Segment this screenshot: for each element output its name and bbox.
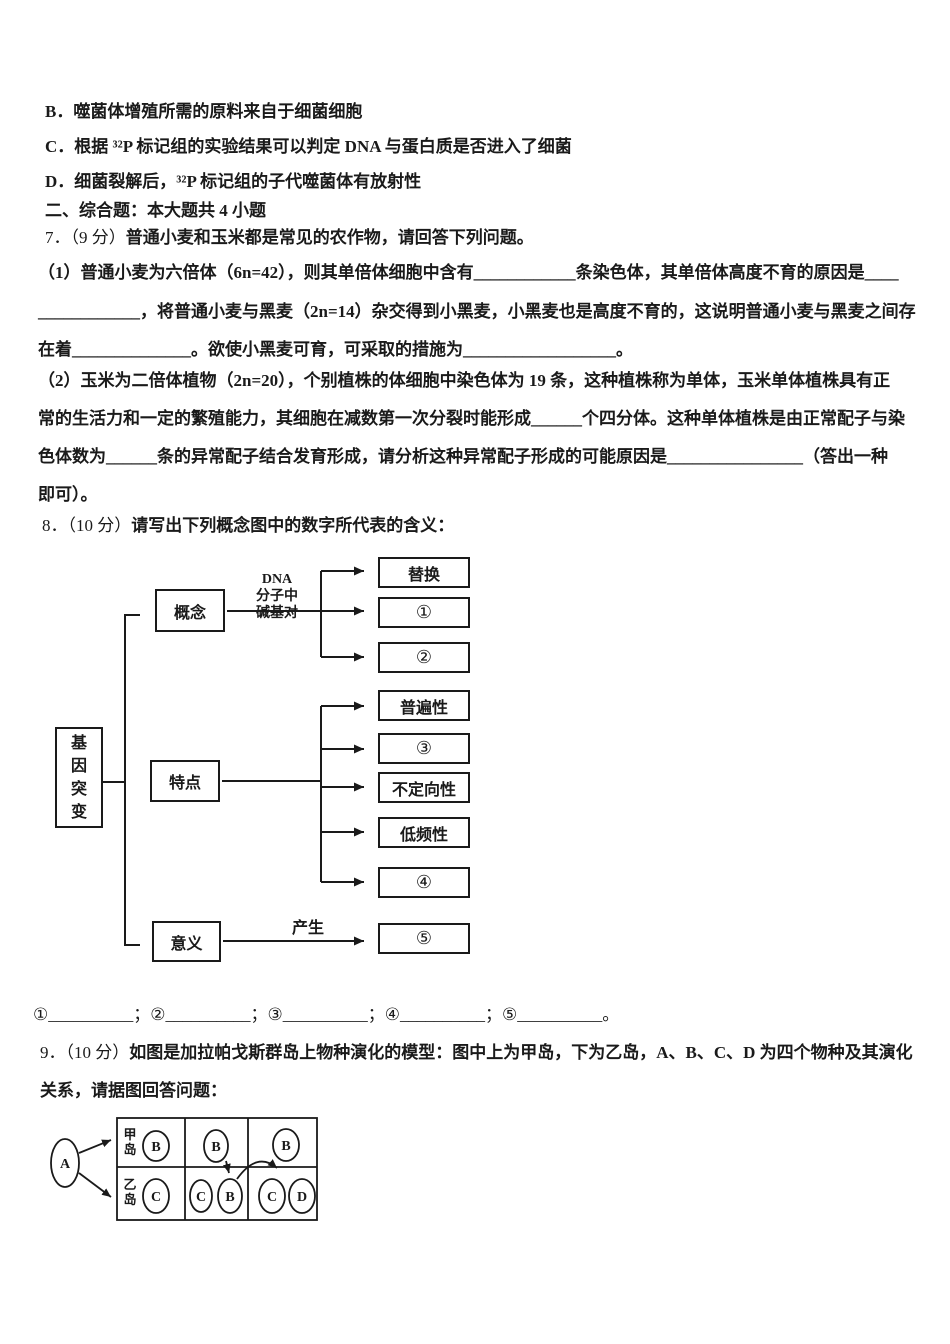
option-c: C．根据 ³²P 标记组的实验结果可以判定 DNA 与蛋白质是否进入了细菌 [45, 137, 572, 156]
species-circle-r1c2 [203, 1129, 229, 1163]
q9-number: 9．（10 分） [40, 1043, 130, 1062]
q7-part1-line2: ____________，将普通小麦与黑麦（2n=14）杂交得到小黑麦，小黑麦也… [38, 302, 916, 321]
root-box-gene-mutation: 基 因 突 变 [55, 727, 103, 828]
species-circle-r2c3a [258, 1178, 286, 1214]
option-d: D．细菌裂解后，³²P 标记组的子代噬菌体有放射性 [45, 172, 422, 191]
species-label-r2c3a: C [267, 1190, 277, 1205]
arrow-ancestor-to-island1 [78, 1139, 112, 1154]
species-label-r1c2: B [211, 1140, 220, 1155]
species-circle-r1c3 [272, 1128, 300, 1162]
species-label-r2c2a: C [196, 1190, 206, 1205]
arrow-b-migration-down [222, 1160, 231, 1174]
species-circle-r2c2b [217, 1178, 243, 1214]
root-bracket [124, 614, 140, 946]
island2-label: 乙 岛 [123, 1177, 137, 1207]
species-circle-r2c2a [189, 1179, 213, 1213]
item-box-substitution: 替换 [378, 557, 470, 588]
item-box-1: ① [378, 597, 470, 628]
item-box-4: ④ [378, 867, 470, 898]
island-evolution-diagram: A B B B C C B C D 甲 岛 乙 岛 [40, 1115, 360, 1235]
species-label-r2c2b: B [225, 1190, 234, 1205]
q7-part1-line3: 在着______________。欲使小黑麦可育，可采取的措施为________… [38, 340, 633, 359]
species-label-r2c3b: D [297, 1190, 307, 1205]
island-grid [116, 1117, 318, 1221]
q7-part2-line4: 即可）。 [38, 485, 98, 504]
species-circle-r1c1 [142, 1130, 170, 1162]
q7-number: 7．（9 分） [45, 228, 126, 247]
arrow-ancestor-to-island2 [78, 1172, 112, 1198]
species-label-r1c3: B [281, 1139, 290, 1154]
q7-part2-line1: （2）玉米为二倍体植物（2n=20），个别植株的体细胞中染色体为 19 条，这种… [38, 371, 891, 390]
item-box-2: ② [378, 642, 470, 673]
q8-answer-line: ①__________；②__________；③__________；④___… [33, 1005, 620, 1024]
q9-intro-line1: 9．（10 分）如图是加拉帕戈斯群岛上物种演化的模型：图中上为甲岛，下为乙岛，A… [40, 1042, 913, 1064]
q7-intro: 普通小麦和玉米都是常见的农作物，请回答下列问题。 [125, 228, 534, 247]
q8-number: 8．（10 分） [42, 516, 132, 535]
item-box-3: ③ [378, 733, 470, 764]
item-box-5: ⑤ [378, 923, 470, 954]
branch-box-concept: 概念 [155, 589, 225, 632]
branch-box-feature: 特点 [150, 760, 220, 802]
q7-intro-line: 7．（9 分）普通小麦和玉米都是常见的农作物，请回答下列问题。 [45, 227, 534, 249]
item-box-nondirectional: 不定向性 [378, 772, 470, 803]
island-diagram-drawing: A B B B C C B C D [50, 1117, 318, 1221]
gene-mutation-concept-map: 基 因 突 变 概念 特点 意义 DNA 分子中 碱基对 产生 替换 ① ② 普… [40, 545, 510, 990]
species-label-r1c1: B [151, 1140, 160, 1155]
meaning-arrow-label: 产生 [291, 920, 324, 937]
q9-intro-part1: 如图是加拉帕戈斯群岛上物种演化的模型：图中上为甲岛，下为乙岛，A、B、C、D 为… [129, 1043, 913, 1062]
island1-label: 甲 岛 [123, 1127, 137, 1157]
q7-part2-line3: 色体数为______条的异常配子结合发育形成，请分析这种异常配子形成的可能原因是… [38, 447, 888, 466]
q8-intro-line: 8．（10 分）请写出下列概念图中的数字所代表的含义： [42, 515, 454, 537]
item-box-lowfrequency: 低频性 [378, 817, 470, 848]
species-label-r2c1: C [151, 1190, 161, 1205]
branch-box-meaning: 意义 [152, 921, 221, 962]
q7-part2-line2: 常的生活力和一定的繁殖能力，其细胞在减数第一次分裂时能形成______个四分体。… [38, 409, 905, 428]
item-box-universality: 普遍性 [378, 690, 470, 721]
concept-map-connectors [103, 566, 364, 946]
ancestor-ellipse [50, 1138, 80, 1188]
q9-intro-line2: 关系，请据图回答问题： [40, 1081, 227, 1100]
concept-arrow-label: DNA 分子中 碱基对 [256, 572, 298, 621]
ancestor-label: A [60, 1157, 71, 1172]
species-circle-r2c3b [288, 1178, 316, 1214]
q7-part1-line1: （1）普通小麦为六倍体（6n=42），则其单倍体细胞中含有___________… [38, 263, 899, 282]
option-b: B．噬菌体增殖所需的原料来自于细菌细胞 [45, 102, 363, 121]
species-circle-r2c1 [142, 1178, 170, 1214]
section-header: 二、综合题：本大题共 4 小题 [45, 201, 266, 220]
arrow-b-migration-curved [236, 1159, 278, 1180]
q8-intro: 请写出下列概念图中的数字所代表的含义： [131, 516, 455, 535]
